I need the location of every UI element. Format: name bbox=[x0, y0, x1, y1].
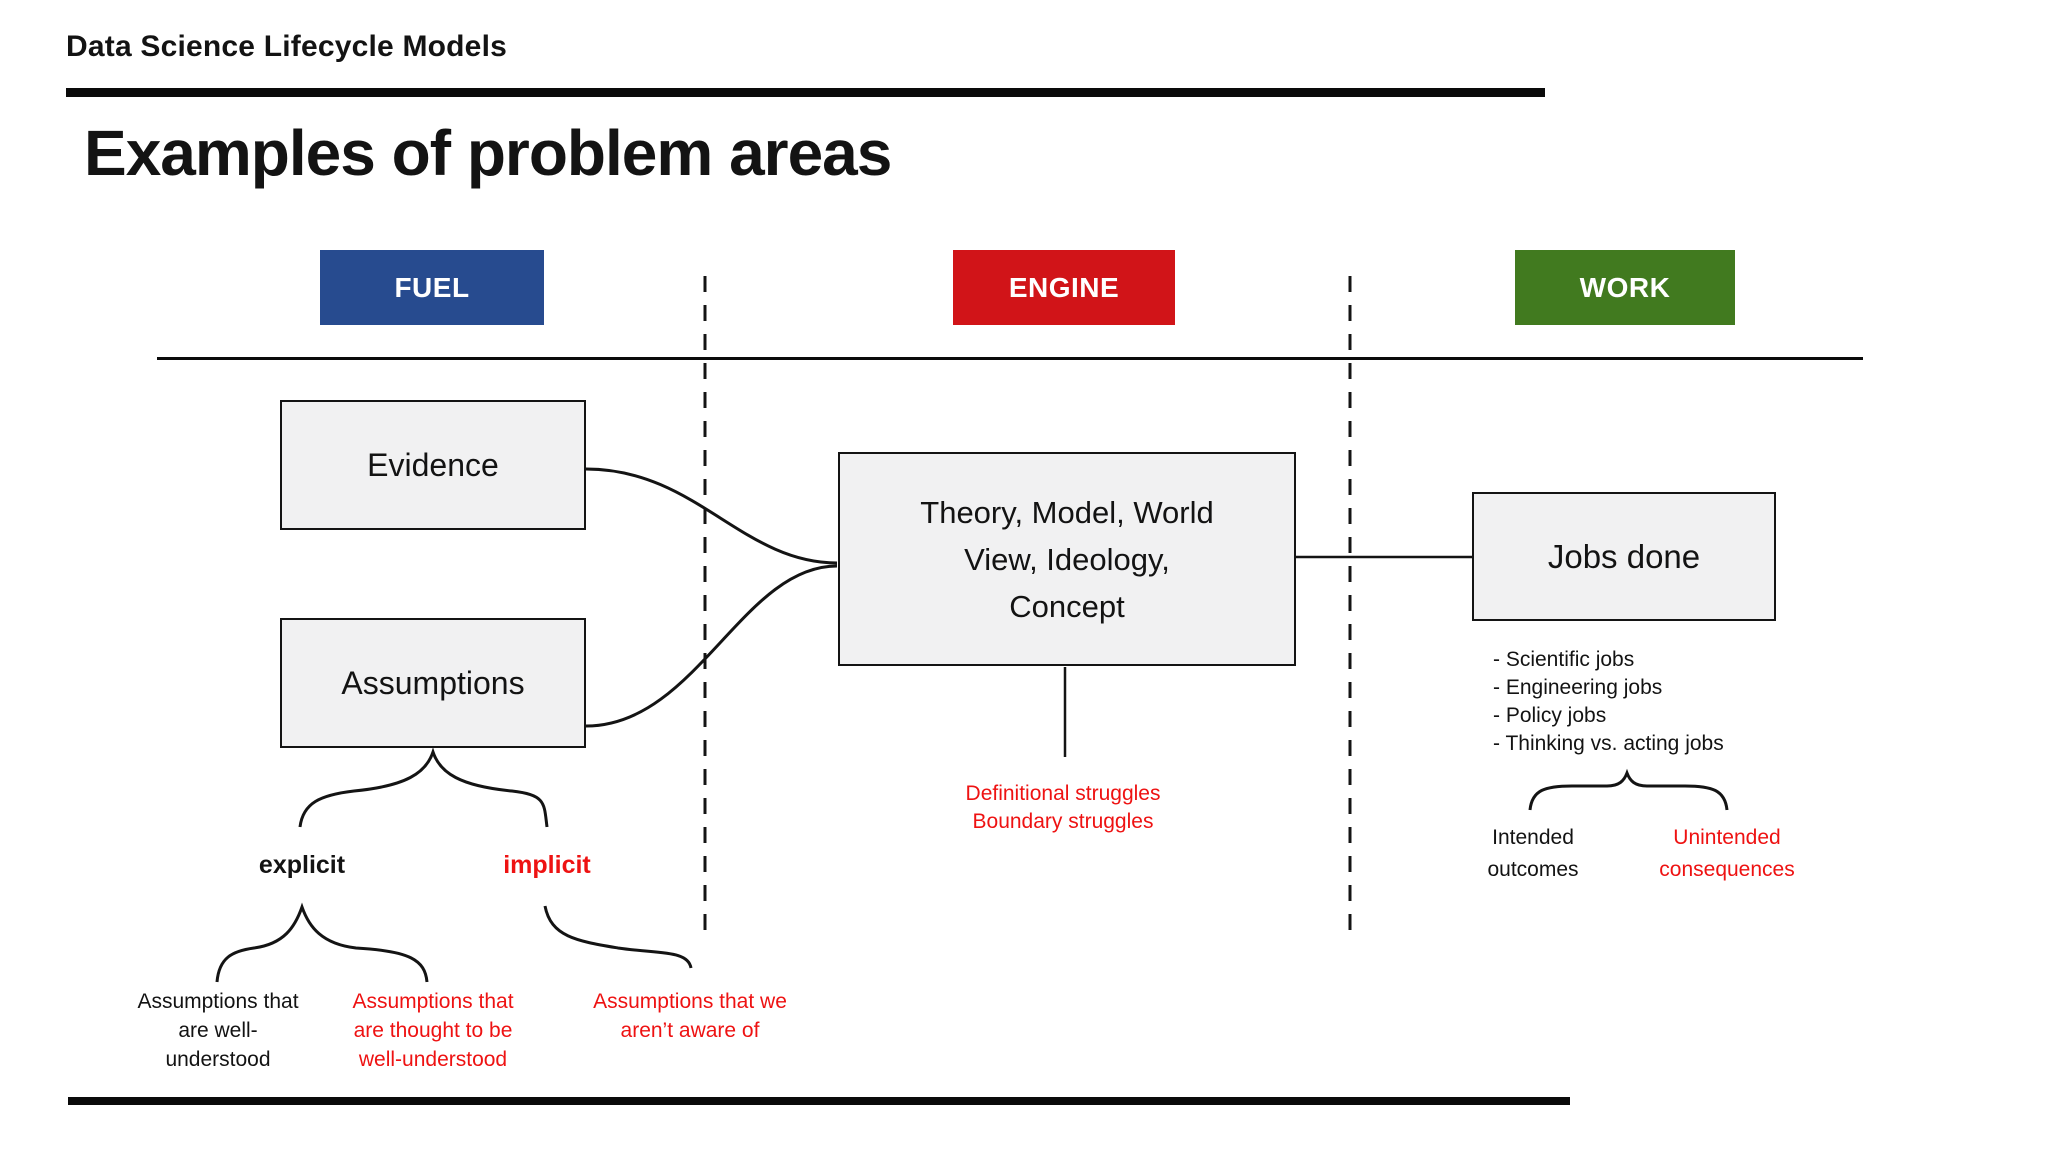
list-item-policy: - Policy jobs bbox=[1493, 704, 1607, 727]
evidence-box: Evidence bbox=[280, 400, 586, 530]
list-item-engineering: - Engineering jobs bbox=[1493, 676, 1663, 699]
intended-line2: outcomes bbox=[1487, 858, 1579, 881]
thought-line2: are thought to be bbox=[353, 1019, 513, 1042]
assumptions-box: Assumptions bbox=[280, 618, 586, 748]
column-header-engine: ENGINE bbox=[953, 250, 1175, 325]
thought-well-understood-annotation: Assumptions that are thought to be well-… bbox=[313, 987, 553, 1074]
jobs-outcomes-brace bbox=[1528, 768, 1729, 811]
footer-rule bbox=[68, 1097, 1570, 1105]
unaware-annotation: Assumptions that we aren’t aware of bbox=[560, 987, 820, 1045]
theory-box: Theory, Model, World View, Ideology, Con… bbox=[838, 452, 1296, 666]
list-item-thinking: - Thinking vs. acting jobs bbox=[1493, 732, 1724, 755]
list-item-scientific: - Scientific jobs bbox=[1493, 648, 1635, 671]
evidence-label: Evidence bbox=[367, 446, 499, 483]
implicit-branch-label: implicit bbox=[503, 851, 591, 879]
unintended-consequences-annotation: Unintended consequences bbox=[1612, 822, 1842, 886]
theory-label-line3: Concept bbox=[1009, 588, 1125, 624]
assumptions-label: Assumptions bbox=[341, 664, 525, 701]
struggles-line1: Definitional struggles bbox=[965, 782, 1161, 805]
jobs-done-label: Jobs done bbox=[1547, 537, 1701, 575]
assumptions-split-brace bbox=[298, 747, 549, 828]
page-title: Examples of problem areas bbox=[84, 117, 892, 189]
well-understood-annotation: Assumptions that are well- understood bbox=[98, 987, 338, 1074]
column-header-work: WORK bbox=[1515, 250, 1735, 325]
unaware-line2: aren’t aware of bbox=[620, 1019, 760, 1042]
section-divider-rule bbox=[157, 357, 1863, 360]
thought-line3: well-understood bbox=[358, 1048, 508, 1071]
theory-label-line1: Theory, Model, World bbox=[920, 494, 1214, 530]
jobs-type-list: - Scientific jobs - Engineering jobs - P… bbox=[1493, 646, 1724, 758]
well-understood-line2: are well- bbox=[178, 1019, 258, 1042]
thought-line1: Assumptions that bbox=[352, 990, 514, 1013]
well-understood-line1: Assumptions that bbox=[137, 990, 299, 1013]
slide-title: Data Science Lifecycle Models bbox=[66, 30, 507, 63]
assumptions-to-theory-curve bbox=[585, 564, 838, 728]
unaware-line1: Assumptions that we bbox=[593, 990, 787, 1013]
evidence-to-theory-curve bbox=[585, 467, 838, 565]
theory-label-line2: View, Ideology, bbox=[964, 541, 1170, 577]
engine-struggles-annotation: Definitional struggles Boundary struggle… bbox=[913, 780, 1213, 836]
intended-line1: Intended bbox=[1492, 826, 1574, 849]
unintended-line1: Unintended bbox=[1673, 826, 1781, 849]
explicit-split-brace bbox=[215, 902, 429, 983]
column-header-fuel: FUEL bbox=[320, 250, 544, 325]
well-understood-line3: understood bbox=[165, 1048, 271, 1071]
struggles-line2: Boundary struggles bbox=[972, 810, 1154, 833]
title-underline-rule bbox=[66, 88, 1545, 97]
jobs-done-box: Jobs done bbox=[1472, 492, 1776, 621]
explicit-branch-label: explicit bbox=[258, 851, 346, 879]
implicit-branch-curve bbox=[543, 905, 693, 969]
unintended-line2: consequences bbox=[1659, 858, 1795, 881]
intended-outcomes-annotation: Intended outcomes bbox=[1438, 822, 1628, 886]
